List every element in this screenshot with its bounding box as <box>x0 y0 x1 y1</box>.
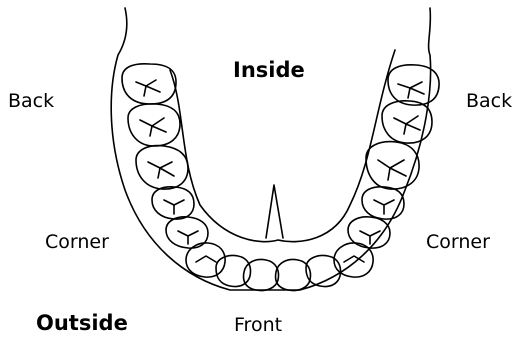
label-corner-right: Corner <box>426 233 490 252</box>
label-front: Front <box>234 316 282 335</box>
left-molar-1 <box>122 64 176 104</box>
left-central-incisor <box>244 260 279 291</box>
label-back-left: Back <box>8 92 54 111</box>
label-corner-left: Corner <box>45 233 109 252</box>
right-premolar-1 <box>362 187 404 219</box>
gum-outline <box>111 8 430 290</box>
left-molar-2 <box>128 104 180 146</box>
right-molar-1 <box>388 65 439 105</box>
frenum <box>266 185 283 238</box>
label-back-right: Back <box>466 92 512 111</box>
left-molar-3 <box>136 146 188 189</box>
label-outside: Outside <box>36 313 128 334</box>
right-molar-3 <box>366 142 419 189</box>
right-central-incisor <box>276 260 311 291</box>
left-premolar-1 <box>152 187 194 219</box>
label-inside: Inside <box>233 60 305 81</box>
